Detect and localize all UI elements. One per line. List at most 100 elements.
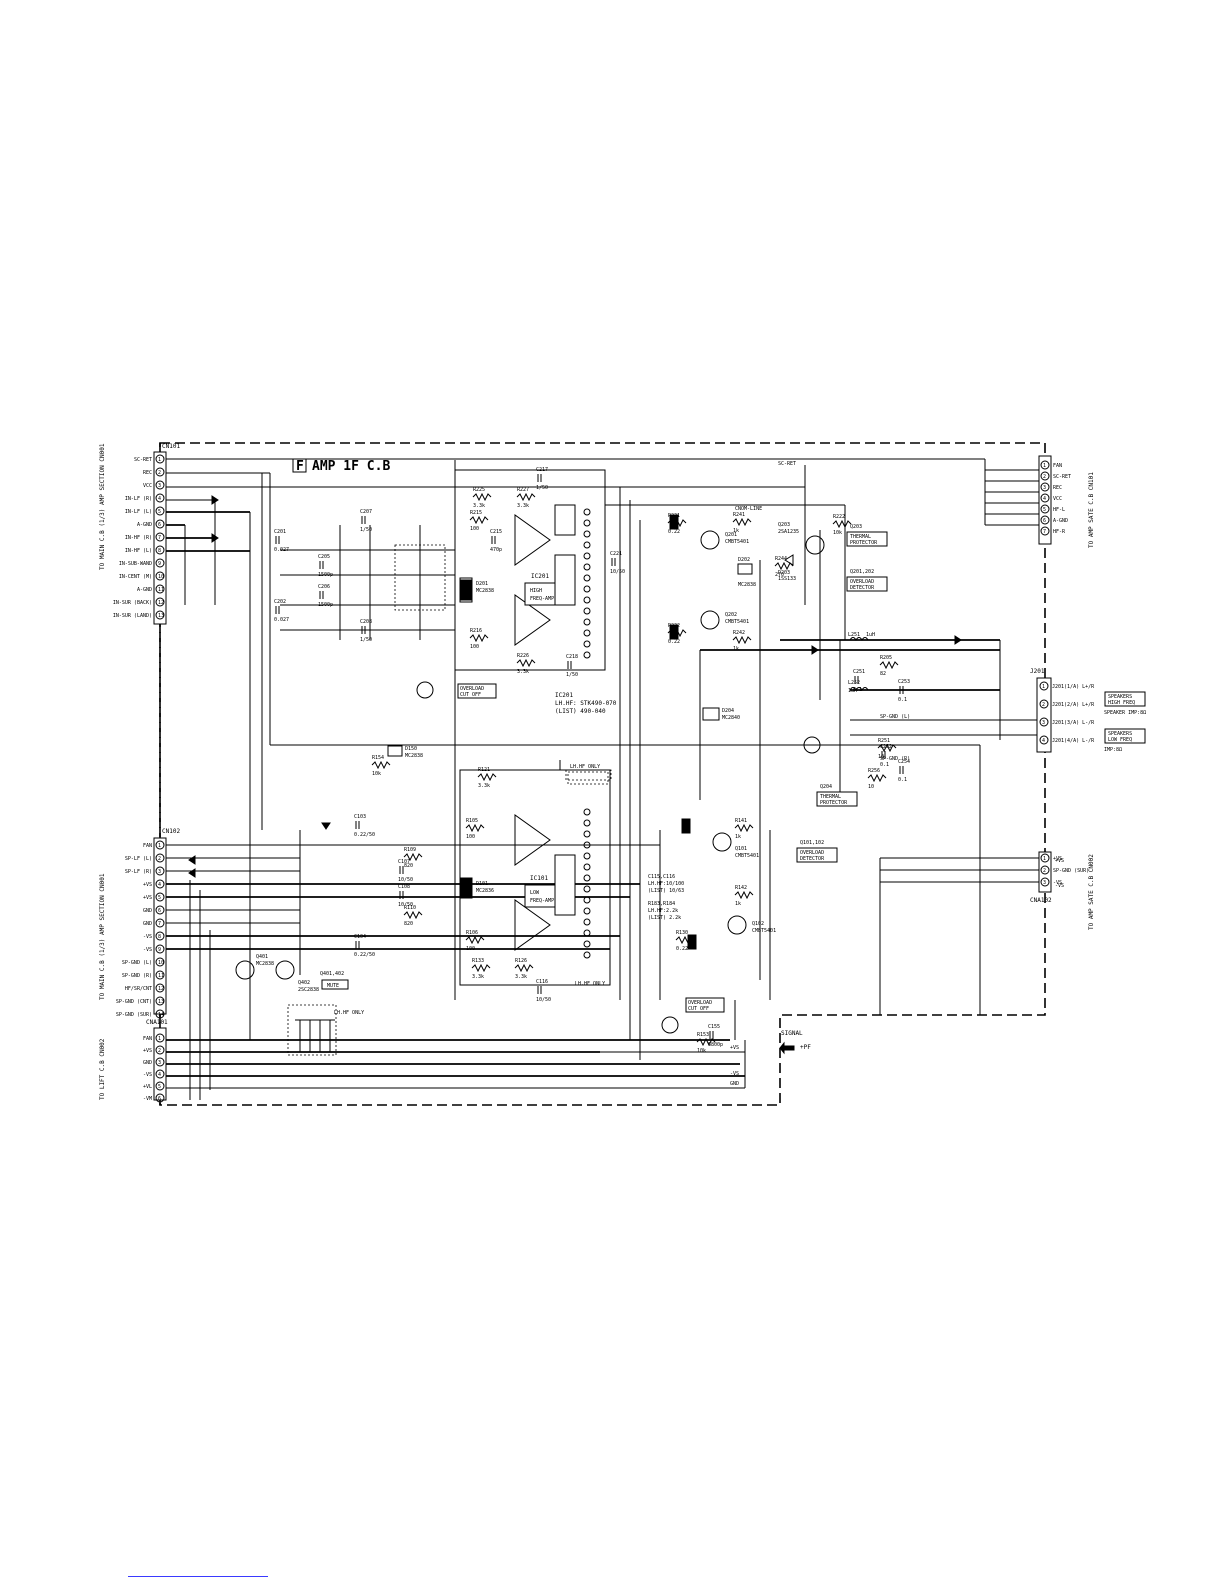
svg-text:1: 1 xyxy=(158,1036,161,1042)
ic-pin xyxy=(583,618,591,626)
svg-text:+VS: +VS xyxy=(1055,858,1064,864)
svg-text:3.3k: 3.3k xyxy=(517,669,529,675)
svg-text:3.3k: 3.3k xyxy=(478,783,490,789)
ic201-block: IC201 HIGH FREQ-AMP IC201 LH.HF: STK490-… xyxy=(514,504,617,715)
ic-pin xyxy=(583,852,591,860)
pin-label: IN-LF (R) xyxy=(125,496,152,502)
svg-text:OVERLOAD: OVERLOAD xyxy=(850,579,874,585)
pin-label: +VS xyxy=(1053,856,1062,862)
cna101-side-label: TO LIFT C.B CN002 xyxy=(99,1038,106,1100)
svg-text:3: 3 xyxy=(158,483,161,489)
svg-text:R216: R216 xyxy=(470,628,482,634)
pin-label: J201(3/A) L-/R xyxy=(1052,720,1095,726)
pin-label: SP-LF (R) xyxy=(125,869,152,875)
pin-label: +VS xyxy=(143,882,152,888)
pin-label: IN-HF (L) xyxy=(125,548,152,554)
svg-text:C217: C217 xyxy=(536,467,548,473)
svg-text:C251: C251 xyxy=(853,669,865,675)
pin-label: A-GND xyxy=(137,522,152,528)
pin-label: -VS xyxy=(143,947,152,953)
svg-text:3: 3 xyxy=(1042,720,1045,726)
svg-text:3: 3 xyxy=(1043,880,1046,886)
svg-text:Q401: Q401 xyxy=(256,954,268,960)
transistor-q402: Q402 2SC2838 xyxy=(275,960,319,993)
svg-text:CNOM-LINE: CNOM-LINE xyxy=(735,506,762,512)
overload-cutoff-2: OVERLOAD CUT OFF xyxy=(685,997,725,1013)
pin-label: SP-GND (L) xyxy=(122,960,152,966)
thermal-protector-1: Q203 THERMAL PROTECTOR xyxy=(846,524,888,547)
svg-text:4: 4 xyxy=(1043,496,1046,502)
svg-text:1: 1 xyxy=(1043,463,1046,469)
ic-pin xyxy=(583,574,591,582)
svg-text:Q203: Q203 xyxy=(778,522,790,528)
svg-text:OVERLOAD: OVERLOAD xyxy=(460,686,484,692)
svg-text:10: 10 xyxy=(878,754,884,760)
svg-text:C104: C104 xyxy=(354,934,366,940)
svg-text:R109: R109 xyxy=(404,847,416,853)
svg-text:L252: L252 xyxy=(848,680,860,686)
speakers-lf-l2: LOW FREQ xyxy=(1108,737,1132,743)
ic101-ref: IC101 xyxy=(530,875,548,882)
connector-pin: 5+VS xyxy=(143,892,165,902)
connector-pin: 5IN-LF (L) xyxy=(125,506,165,516)
svg-text:R241: R241 xyxy=(733,512,745,518)
pin-label: FAN xyxy=(1053,463,1062,469)
board-mark: F xyxy=(296,459,304,474)
ic-pin xyxy=(583,951,591,959)
svg-text:10k: 10k xyxy=(833,530,842,536)
pin-label: +VL xyxy=(143,1084,152,1090)
svg-text:4: 4 xyxy=(158,1072,161,1078)
svg-text:Q101: Q101 xyxy=(735,846,747,852)
footer-link-underline[interactable] xyxy=(128,1576,268,1577)
svg-text:C206: C206 xyxy=(318,584,330,590)
svg-text:0.22: 0.22 xyxy=(668,529,680,535)
svg-text:R121: R121 xyxy=(478,767,490,773)
svg-text:R106: R106 xyxy=(466,930,478,936)
svg-text:CMBT5401: CMBT5401 xyxy=(752,928,776,934)
svg-text:DETECTOR: DETECTOR xyxy=(800,856,825,862)
svg-text:PROTECTOR: PROTECTOR xyxy=(850,540,878,546)
ic-pin xyxy=(583,596,591,604)
pin-label: REC xyxy=(1053,485,1062,491)
svg-text:1/50: 1/50 xyxy=(360,527,372,533)
svg-text:MC2838: MC2838 xyxy=(256,961,274,967)
connector-pin: 6A-GND xyxy=(137,519,165,529)
svg-text:0.22/50: 0.22/50 xyxy=(354,952,375,958)
svg-text:5: 5 xyxy=(1043,507,1046,513)
diode-d203: D203 1SS133 xyxy=(778,554,796,582)
svg-text:SC-RET: SC-RET xyxy=(778,461,796,467)
svg-text:R231: R231 xyxy=(668,513,680,519)
ic-pin xyxy=(583,508,591,516)
svg-text:12: 12 xyxy=(158,986,164,992)
thermal-protector-2: Q204 THERMAL PROTECTOR xyxy=(816,784,858,807)
speakers-hf-box xyxy=(1104,691,1146,707)
svg-text:-VS: -VS xyxy=(1055,883,1064,889)
svg-text:PROTECTOR: PROTECTOR xyxy=(820,800,848,806)
speakers-hf-l1: SPEAKERS xyxy=(1108,694,1132,700)
svg-text:C202: C202 xyxy=(274,599,286,605)
svg-text:CMBT5401: CMBT5401 xyxy=(735,853,759,859)
svg-text:1: 1 xyxy=(158,843,161,849)
svg-text:C108: C108 xyxy=(398,884,410,890)
svg-text:MC2838: MC2838 xyxy=(405,753,423,759)
pin-label: J201(2/A) L+/R xyxy=(1052,702,1095,708)
svg-text:R225: R225 xyxy=(473,487,485,493)
pin-label: IN-SUR (BACK) xyxy=(113,600,152,606)
